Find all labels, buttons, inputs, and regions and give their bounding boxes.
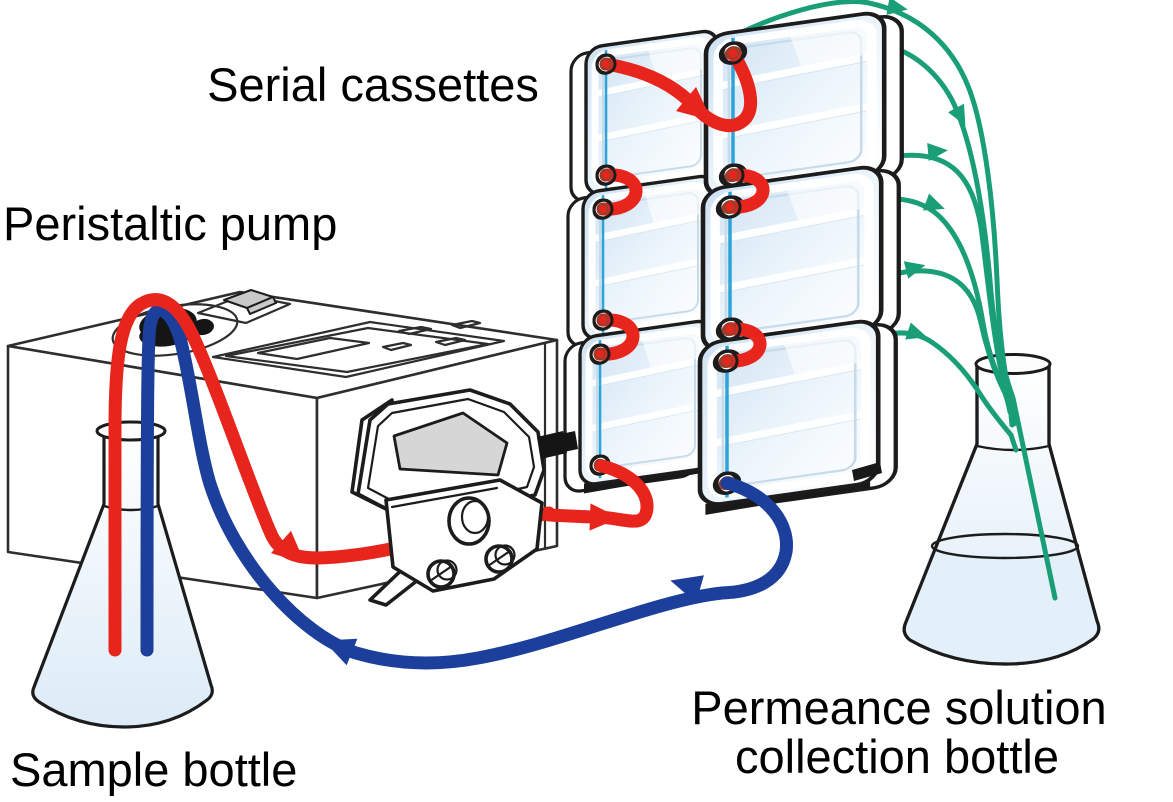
rotor-screw-top	[494, 544, 516, 566]
return-tube-path	[140, 303, 793, 670]
collection-flask-rim	[974, 353, 1052, 375]
pump-head-window	[392, 411, 509, 477]
cassette	[565, 319, 712, 496]
serial-cassette-stack	[565, 8, 902, 515]
power-switch-rocker-side	[246, 296, 277, 315]
collection-flask-liquid	[904, 546, 1099, 664]
drive-shaft-cap	[561, 431, 578, 452]
display-window	[256, 336, 371, 361]
pump-head	[350, 388, 578, 607]
serial-cassettes-label: Serial cassettes	[207, 58, 539, 111]
permeate-line-6	[869, 330, 1019, 453]
sample-bottle-label: Sample bottle	[10, 743, 297, 796]
labels: Serial cassettes Peristaltic pump Sample…	[3, 58, 1107, 796]
feed-exit-path	[542, 459, 654, 528]
cassette-foot	[852, 462, 882, 481]
collection-flask	[902, 353, 1101, 666]
u-connector-right-2	[720, 322, 767, 368]
feed-tube-exit	[542, 459, 654, 532]
rotor-hub-inner	[460, 499, 490, 535]
collection-flask-shoulder	[976, 444, 1050, 452]
permeate-arrow-6	[905, 322, 930, 346]
panel-button	[381, 341, 413, 352]
serial-top-crossover	[599, 46, 758, 133]
permeate-arrow-5	[903, 256, 928, 279]
u-connector-right-1	[723, 168, 770, 214]
permeate-lines	[709, 0, 1058, 601]
u-connector-left-2	[593, 313, 640, 361]
cassette-port-rings	[589, 41, 745, 495]
collection-flask-outline	[902, 364, 1101, 666]
rotor-plate-edge	[390, 486, 499, 509]
sample-flask-body	[31, 429, 214, 729]
drive-shaft	[537, 431, 567, 459]
sample-flask-rim	[95, 420, 167, 442]
u-connector-left-1	[596, 168, 643, 216]
return-tube	[140, 303, 793, 670]
feed-tube	[108, 293, 556, 657]
screw-slot	[428, 564, 454, 583]
collection-bottle-label-line2: collection bottle	[735, 730, 1059, 783]
control-panel	[211, 320, 506, 379]
peristaltic-pump-label: Peristaltic pump	[3, 197, 337, 250]
feed-arrow	[589, 503, 620, 532]
panel-button	[450, 319, 482, 330]
rotor-screw-top	[436, 559, 458, 581]
serial-connectors	[593, 46, 770, 368]
collection-bottle-label-line1: Permeance solution	[691, 681, 1106, 734]
control-panel-inner	[224, 326, 490, 374]
screw-slot	[486, 549, 512, 568]
panel-button	[397, 325, 433, 336]
feed-tube-path	[108, 293, 556, 657]
panel-button	[434, 336, 467, 347]
permeate-line-1	[709, 0, 1015, 428]
